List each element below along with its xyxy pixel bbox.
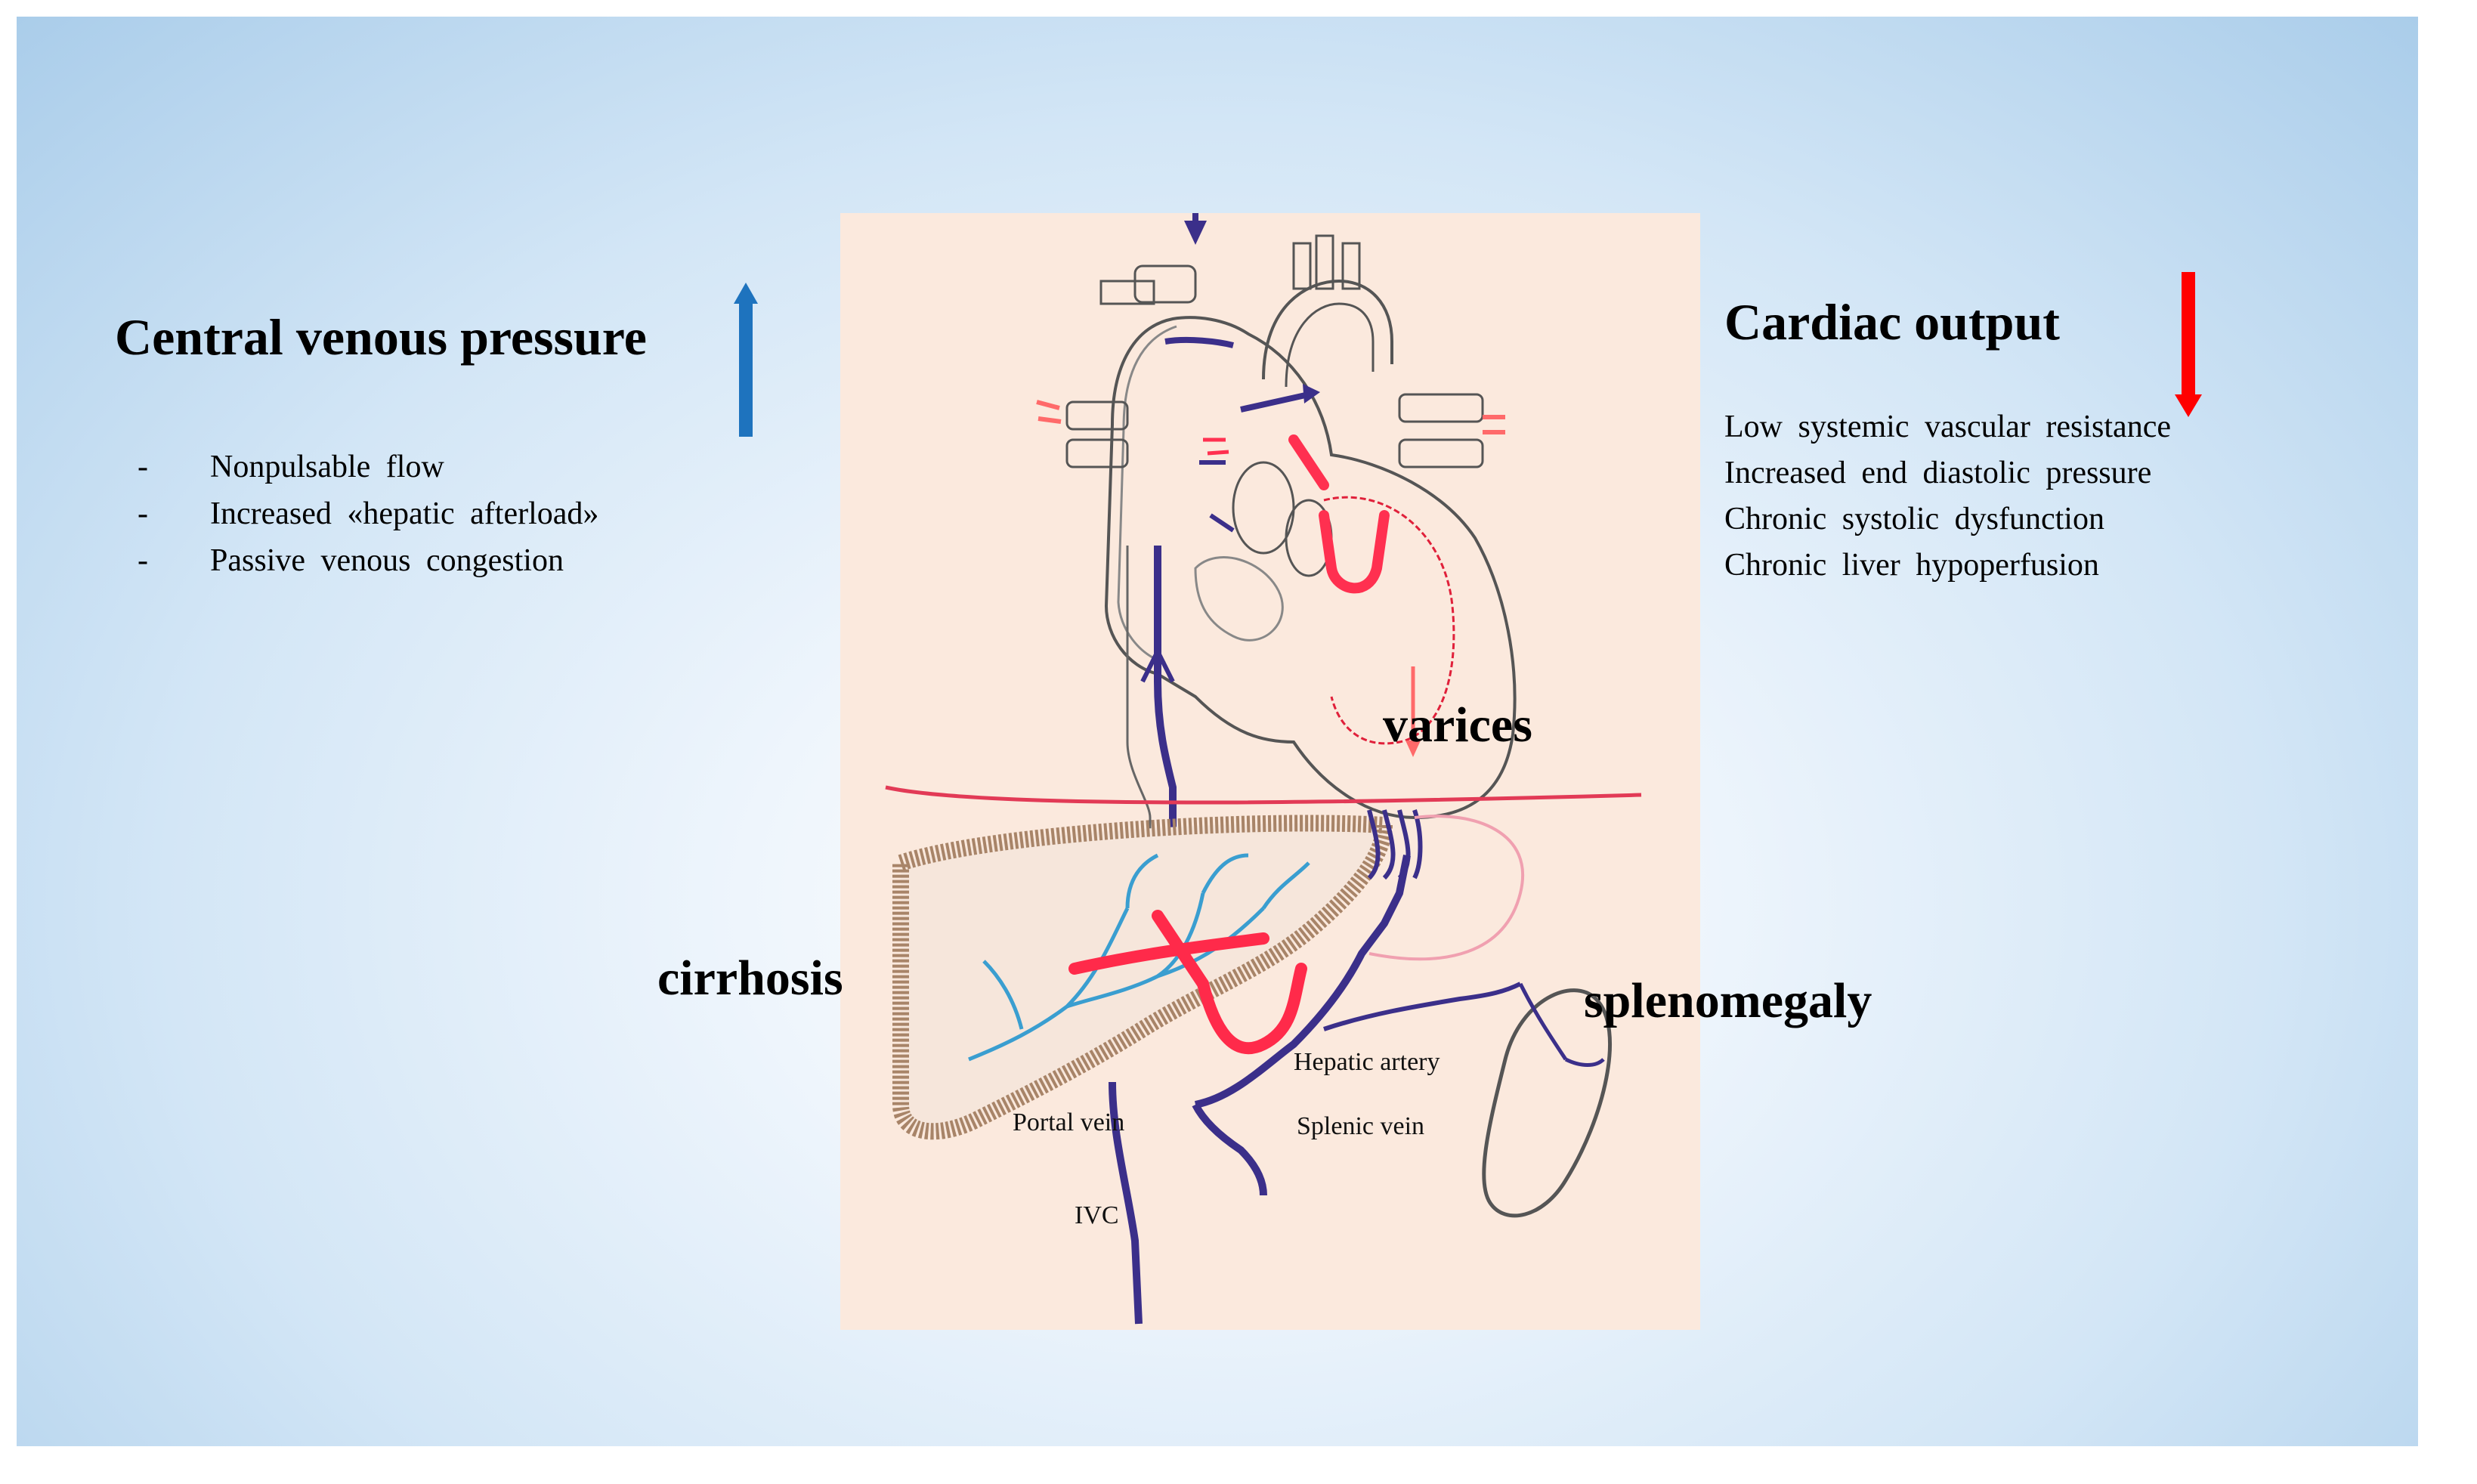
ivc-label: IVC [1075,1201,1119,1229]
anatomy-drawing [885,213,1642,1325]
liver-outline [892,815,1393,1140]
list-bullet: - [138,450,148,484]
heart-outline [1104,316,1517,820]
list-item: Chronic systolic dysfunction [1724,502,2104,536]
list-item: - Increased «hepatic afterload» [138,490,598,537]
splenomegaly-label: splenomegaly [1584,973,1872,1028]
list-item: Chronic liver hypoperfusion [1724,548,2099,583]
portal-vein-label: Portal vein [1013,1108,1125,1136]
slide-background: Central venous pressure - Nonpulsable flo… [17,17,2418,1446]
list-bullet: - [138,543,148,578]
cirrhosis-label: cirrhosis [657,951,843,1006]
up-arrow-icon [734,283,758,437]
list-item-text: Passive venous congestion [210,543,564,578]
list-bullet: - [138,496,148,531]
cardiac-output-title: Cardiac output [1724,293,2060,351]
hepatic-artery-label: Hepatic artery [1294,1048,1440,1076]
list-item-text: Nonpulsable flow [210,450,444,484]
splenic-vein-label: Splenic vein [1297,1112,1425,1140]
list-item-text: Increased «hepatic afterload» [210,496,599,531]
list-item: Increased end diastolic pressure [1724,456,2152,490]
list-item: - Passive venous congestion [138,537,598,584]
varices-label: varices [1383,697,1532,753]
down-arrow-icon [2175,272,2202,417]
cardiac-output-list: Low systemic vascular resistance Increas… [1724,404,2171,589]
list-item: Low systemic vascular resistance [1724,410,2171,444]
central-venous-pressure-list: - Nonpulsable flow - Increased «hepatic af… [138,444,598,584]
heart-liver-illustration [840,213,1700,1330]
spleen-outline [1482,988,1612,1218]
list-item: - Nonpulsable flow [138,444,598,490]
central-venous-pressure-title: Central venous pressure [115,308,647,366]
